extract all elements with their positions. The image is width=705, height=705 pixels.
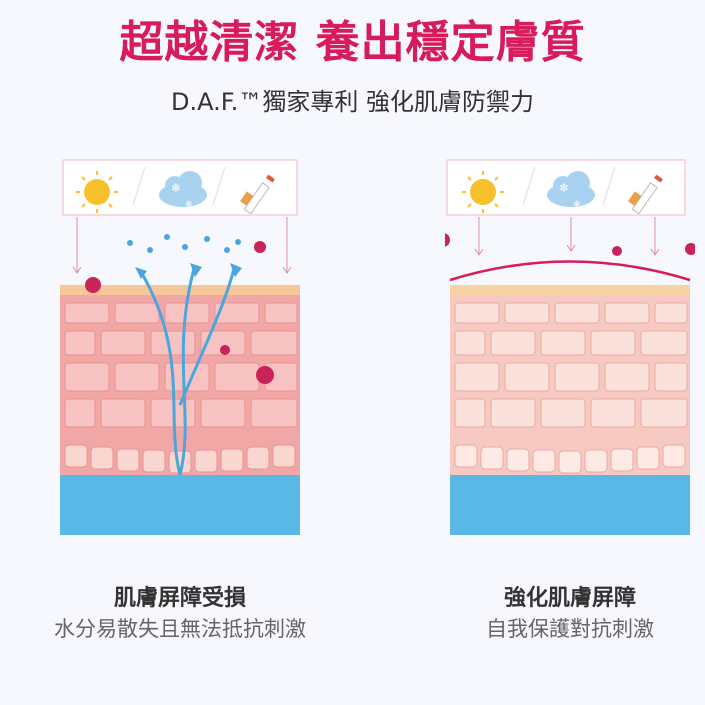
cigarette-icon: [239, 174, 275, 215]
strengthened-skin-illustration: ❄ ❄: [445, 159, 695, 535]
strengthened-caption-title: 強化肌膚屏障: [503, 586, 636, 611]
svg-text:❄: ❄: [185, 200, 193, 210]
cold-cloud-icon: ❄ ❄: [547, 171, 595, 210]
bacteria-icon: [445, 233, 695, 256]
damaged-skin-panel: ❄ ❄: [54, 155, 306, 641]
page-title: 超越清潔 養出穩定膚質: [119, 17, 586, 68]
damaged-caption-subtitle: 水分易散失且無法抵抗刺激: [54, 617, 306, 641]
svg-text:❄: ❄: [573, 200, 581, 210]
damaged-skin-illustration: ❄ ❄: [60, 159, 300, 535]
svg-text:❄: ❄: [559, 181, 569, 195]
strengthened-caption-subtitle: 自我保護對抗刺激: [486, 617, 654, 641]
page-subtitle: D.A.F.™獨家專利 強化肌膚防禦力: [171, 88, 534, 116]
cigarette-icon: [627, 174, 663, 215]
strengthened-skin-panel: ❄ ❄: [445, 155, 695, 641]
bacteria-icon: [85, 241, 274, 384]
damaged-caption-title: 肌膚屏障受損: [113, 586, 246, 611]
sun-icon: [462, 171, 504, 213]
cold-cloud-icon: ❄ ❄: [159, 171, 207, 210]
sun-icon: [76, 171, 118, 213]
svg-text:❄: ❄: [171, 181, 181, 195]
